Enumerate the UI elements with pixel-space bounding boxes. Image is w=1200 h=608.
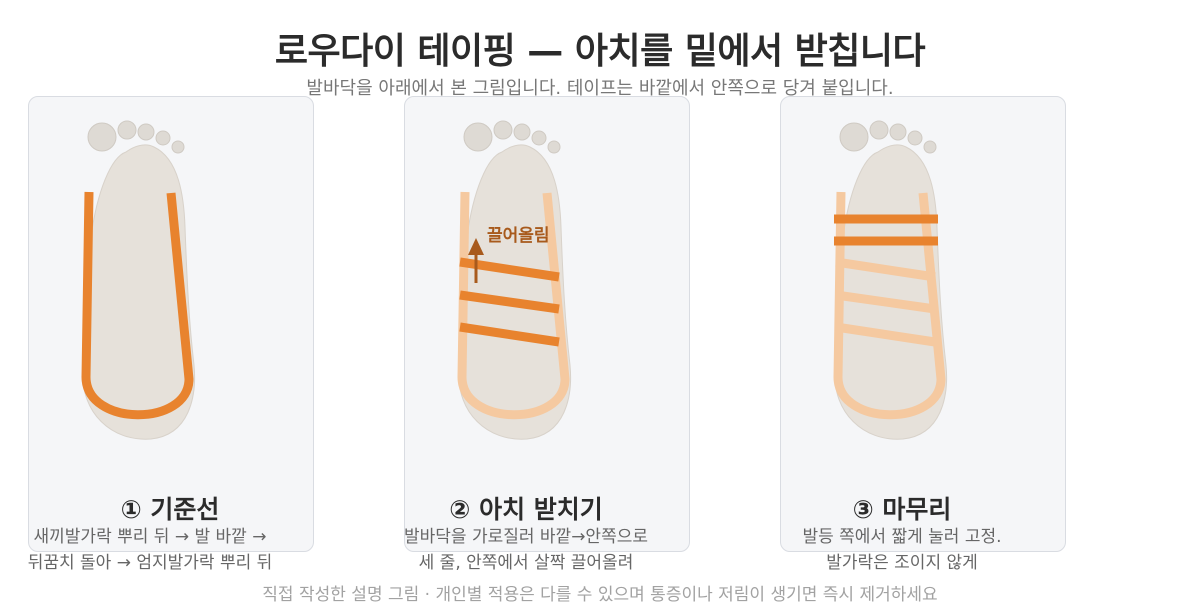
- step-2-description: 발바닥을 가로질러 바깥→안쪽으로 세 줄, 안쪽에서 살짝 끌어올려: [366, 524, 686, 576]
- tape-strip-2: [459, 290, 560, 314]
- tape-strip-faded-3: [835, 322, 936, 347]
- step-1-title: ① 기준선: [120, 495, 220, 524]
- toe-4: [155, 130, 171, 146]
- panel-arch-support: 끌어올림: [404, 96, 690, 552]
- step-2-desc-line-2: 세 줄, 안쪽에서 살짝 끌어올려: [418, 553, 634, 573]
- toe-3: [513, 123, 531, 141]
- toe-2: [117, 120, 137, 140]
- toe-4: [907, 130, 923, 146]
- toe-5: [547, 140, 561, 154]
- toe-2: [493, 120, 513, 140]
- toe-2: [869, 120, 889, 140]
- tape-strip-faded-1: [835, 257, 936, 282]
- toe-big: [87, 122, 117, 152]
- step-3-description: 발등 쪽에서 짧게 눌러 고정. 발가락은 조이지 않게: [742, 524, 1062, 576]
- tape-strip-faded-2: [835, 290, 936, 314]
- panel-finish: [780, 96, 1066, 552]
- toe-5: [923, 140, 937, 154]
- tape-baseline-faded: [833, 191, 946, 420]
- foot-diagram-arch-support: 끌어올림: [457, 120, 572, 440]
- step-1-desc-line-2: 뒤꿈치 돌아 → 엄지발가락 뿌리 뒤: [27, 553, 273, 573]
- toe-big: [463, 122, 493, 152]
- step-3-title: ③ 마무리: [852, 495, 952, 524]
- toe-4: [531, 130, 547, 146]
- tape-strip-3: [459, 322, 560, 347]
- toe-big: [839, 122, 869, 152]
- foot-diagram-baseline: [81, 120, 196, 440]
- step-3-desc-line-1: 발등 쪽에서 짧게 눌러 고정.: [802, 527, 1002, 547]
- step-3-desc-line-2: 발가락은 조이지 않게: [826, 553, 978, 573]
- lift-label: 끌어올림: [487, 226, 550, 246]
- panel-baseline: [28, 96, 314, 552]
- footer-disclaimer: 직접 작성한 설명 그림 · 개인별 적용은 다를 수 있으며 통증이나 저림이…: [262, 585, 938, 605]
- step-2-desc-line-1: 발바닥을 가로질러 바깥→안쪽으로: [403, 527, 648, 547]
- step-2-title: ② 아치 받치기: [449, 495, 603, 524]
- tape-baseline-faded: [457, 191, 570, 420]
- page-subtitle: 발바닥을 아래에서 본 그림입니다. 테이프는 바깥에서 안쪽으로 당겨 붙입니…: [306, 78, 894, 99]
- lift-arrow-icon: [468, 238, 484, 255]
- page-title: 로우다이 테이핑 — 아치를 밑에서 받칩니다: [274, 31, 926, 72]
- tape-baseline: [81, 191, 194, 420]
- toe-3: [889, 123, 907, 141]
- step-1-desc-line-1: 새끼발가락 뿌리 뒤 → 발 바깥 →: [33, 527, 267, 547]
- step-1-description: 새끼발가락 뿌리 뒤 → 발 바깥 → 뒤꿈치 돌아 → 엄지발가락 뿌리 뒤: [0, 524, 310, 576]
- foot-diagram-finish: [833, 120, 948, 440]
- toe-5: [171, 140, 185, 154]
- toe-3: [137, 123, 155, 141]
